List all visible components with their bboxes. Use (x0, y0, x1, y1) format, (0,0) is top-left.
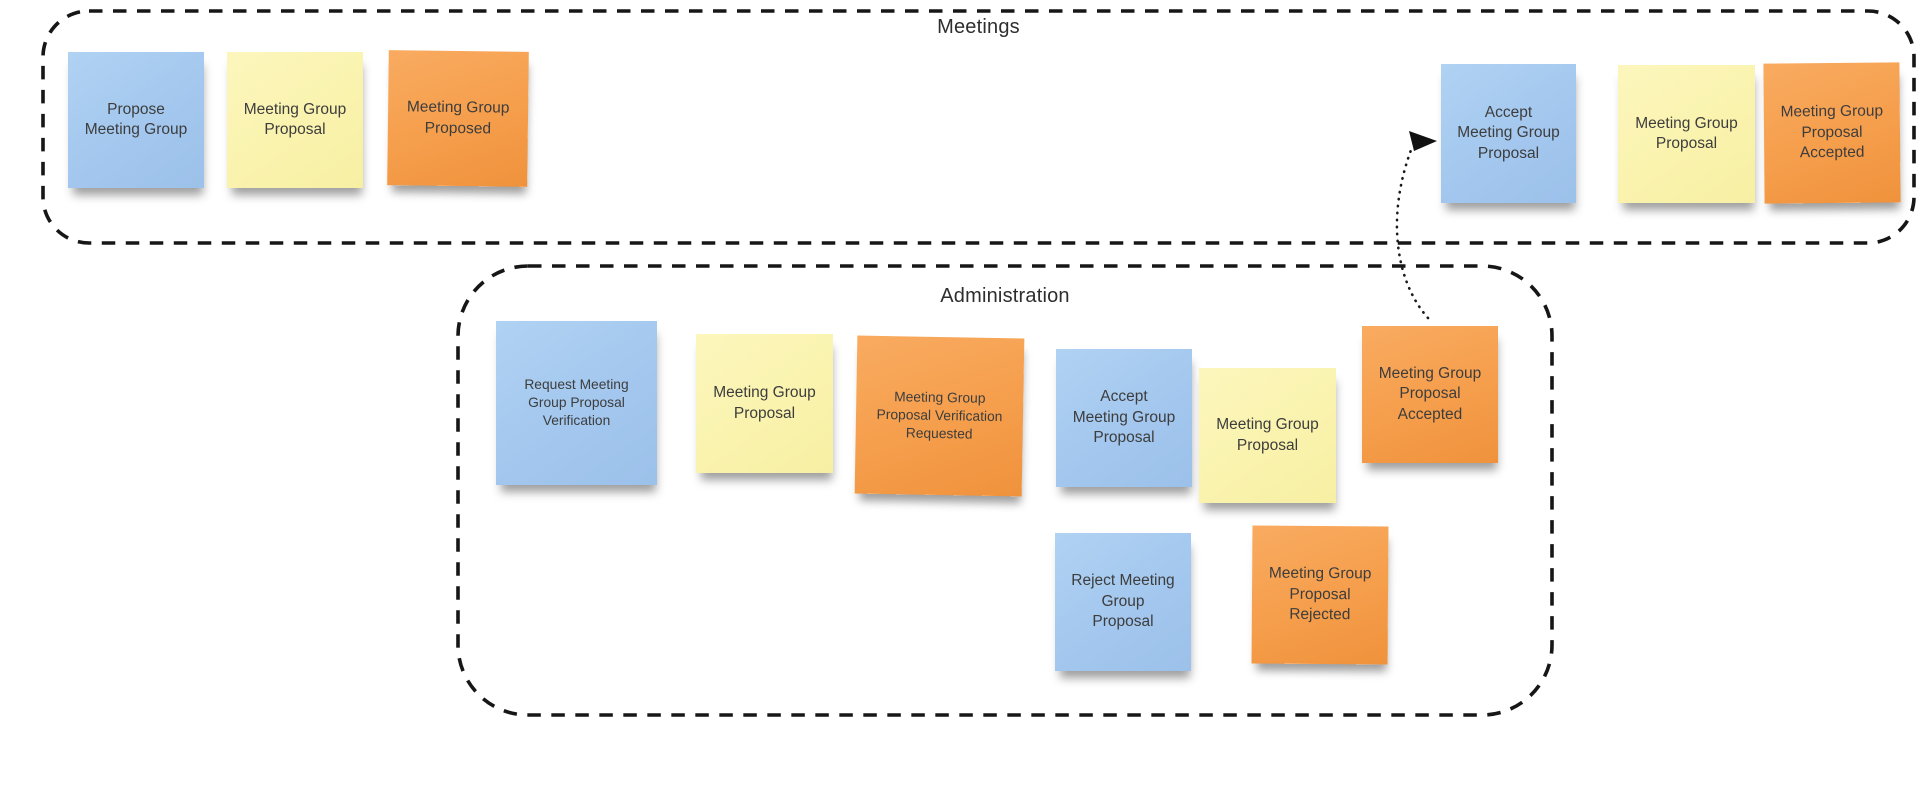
sticky-note-meeting-group-proposal-verification-requested[interactable]: Meeting Group Proposal Verification Requ… (854, 335, 1025, 497)
sticky-note-meeting-group-proposal-2[interactable]: Meeting Group Proposal (1618, 65, 1755, 203)
sticky-note-reject-meeting-group-proposal[interactable]: Reject Meeting Group Proposal (1055, 533, 1191, 671)
sticky-note-meeting-group-proposed[interactable]: Meeting Group Proposed (387, 50, 529, 187)
meetings-frame-border (41, 9, 1916, 245)
sticky-note-request-meeting-group-proposal-verification[interactable]: Request Meeting Group Proposal Verificat… (496, 321, 657, 485)
sticky-note-accept-meeting-group-proposal-meetings[interactable]: Accept Meeting Group Proposal (1441, 64, 1576, 203)
sticky-note-meeting-group-proposal-3[interactable]: Meeting Group Proposal (696, 334, 833, 473)
sticky-note-propose-meeting-group[interactable]: Propose Meeting Group (68, 52, 204, 188)
sticky-note-meeting-group-proposal-accepted-meetings[interactable]: Meeting Group Proposal Accepted (1763, 62, 1901, 204)
sticky-note-meeting-group-proposal-1[interactable]: Meeting Group Proposal (227, 52, 363, 188)
sticky-note-meeting-group-proposal-4[interactable]: Meeting Group Proposal (1199, 368, 1336, 503)
sticky-note-accept-meeting-group-proposal-admin[interactable]: Accept Meeting Group Proposal (1056, 349, 1192, 487)
meetings-frame-title: Meetings (937, 16, 1020, 38)
connector-arrowhead-icon (1409, 131, 1437, 151)
administration-frame-title: Administration (940, 285, 1070, 307)
sticky-note-meeting-group-proposal-rejected[interactable]: Meeting Group Proposal Rejected (1251, 525, 1389, 665)
sticky-note-meeting-group-proposal-accepted-admin[interactable]: Meeting Group Proposal Accepted (1362, 326, 1498, 463)
administration-frame-border (456, 264, 1554, 717)
